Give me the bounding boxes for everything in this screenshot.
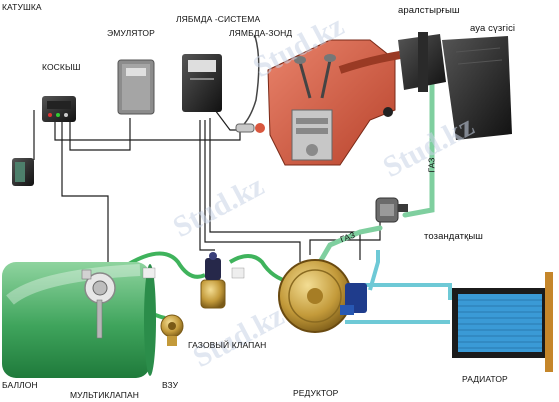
gas-doser: [375, 197, 408, 223]
label-gas-valve: ГАЗОВЫЙ КЛАПАН: [188, 340, 267, 350]
label-vzu: ВЗУ: [162, 380, 179, 390]
radiator: [452, 272, 553, 372]
gas-valve: [200, 252, 226, 309]
label-lambda-system: ЛЯБМДА -СИСТЕМА: [176, 14, 261, 24]
gas-hose-right: [228, 254, 291, 284]
switch-unit: [42, 96, 76, 122]
label-mixer: аралстырғыш: [398, 5, 460, 16]
label-emulator: ЭМУЛЯТОР: [107, 28, 155, 38]
label-koskysh: КОСКЫШ: [42, 62, 81, 72]
lambda-probe: [235, 35, 265, 133]
gas-hose-lower: [317, 225, 383, 265]
label-gas-upper: ГАЗ: [426, 157, 437, 173]
label-doser: тозандатқыш: [424, 231, 483, 242]
coolant-line-top: [345, 283, 452, 300]
gpl-tags: [142, 267, 245, 279]
label-ballon: БАЛЛОН: [2, 380, 38, 390]
label-lambda-probe: ЛЯМБДА-ЗОНД: [229, 28, 293, 38]
label-air-filter: ауа сүзгісі: [470, 23, 516, 34]
multivalve: [81, 269, 116, 339]
engine-cutaway: [267, 39, 401, 166]
label-radiator: РАДИАТОР: [462, 374, 508, 384]
reducer-to-engine-line: [368, 250, 380, 291]
ignition-coil: [12, 158, 34, 186]
gas-tank: [2, 262, 156, 378]
air-filter: [442, 36, 512, 140]
reducer: [278, 259, 367, 333]
vzu-filler: [160, 314, 184, 346]
emulator-unit: [117, 59, 155, 115]
label-katushka: КАТУШКА: [2, 2, 42, 12]
lambda-ecu: [182, 54, 222, 112]
mixer: [398, 32, 446, 92]
label-multivalve: МУЛЬТИКЛАПАН: [70, 390, 140, 400]
gas-hose-upper: [402, 37, 435, 218]
label-reducer: РЕДУКТОР: [293, 388, 339, 398]
gas-hose-left: [110, 251, 206, 279]
